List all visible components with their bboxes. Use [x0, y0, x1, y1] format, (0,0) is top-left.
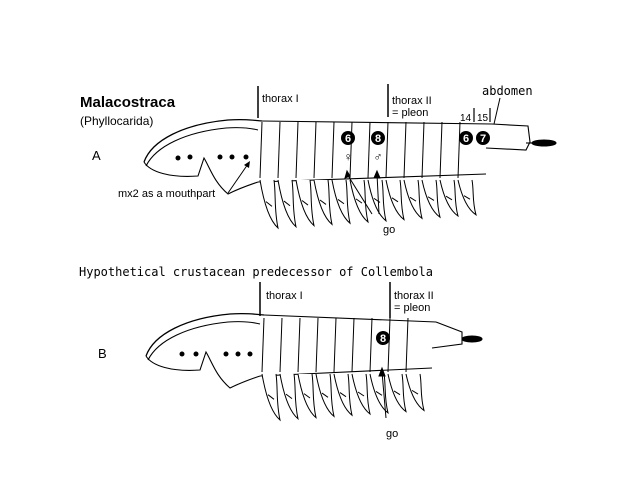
limb-joint — [409, 196, 417, 202]
segment-line — [387, 317, 391, 373]
segment-line — [277, 121, 281, 179]
limb-joint — [391, 197, 399, 203]
panel-a-badge-6-mid — [341, 131, 355, 145]
segment-line — [349, 121, 353, 179]
panel-b-thoracic-limbs — [261, 373, 425, 422]
panel-b-segment-lines — [261, 317, 409, 373]
limb-joint — [357, 391, 365, 397]
limb-joint — [267, 394, 275, 400]
panel-a-thorax1-label: thorax I — [262, 93, 299, 105]
limb-joint — [463, 195, 471, 200]
panel-a-title: Malacostraca — [80, 94, 176, 111]
panel-a-segment-lines — [259, 121, 461, 179]
panel-a-abdomen-pointer — [493, 97, 501, 125]
limb-joint — [285, 393, 293, 400]
panel-a-badge-6-mid-text: 6 — [345, 133, 351, 145]
panel-a-seg14-label: 14 — [460, 113, 472, 124]
panel-a-badge-7-end — [476, 131, 490, 145]
panel-a-badge-6-end — [459, 131, 473, 145]
limb-joint — [355, 198, 363, 204]
segment-line — [421, 121, 425, 179]
segment-line — [259, 121, 263, 179]
mx2-pointer — [227, 163, 249, 194]
limb-joint — [303, 393, 311, 399]
segment-line — [297, 317, 301, 373]
male-symbol: ♂ — [374, 150, 383, 164]
limb-joint — [337, 199, 345, 205]
panel-b-letter: B — [98, 346, 107, 361]
limb-joint — [265, 201, 273, 207]
segment-line — [439, 121, 443, 179]
segment-line — [457, 121, 461, 179]
segment-line — [333, 317, 337, 373]
panel-a-abdomen-label: abdomen — [482, 84, 533, 98]
limb-joint — [427, 196, 435, 201]
limb-joint — [339, 392, 347, 398]
panel-a-seg15-label: 15 — [477, 113, 489, 124]
panel-a-go-arrows — [344, 169, 381, 215]
mx2-pointer-head — [244, 161, 250, 168]
panel-a-thorax2-label-line1: thorax II — [392, 95, 432, 107]
panel-b-thorax2-label-line2: = pleon — [394, 302, 430, 314]
panel-a-subtitle: (Phyllocarida) — [80, 114, 153, 128]
panel-b-body — [145, 312, 483, 389]
limb-joint — [283, 200, 291, 207]
panel-a-thorax2-label-line2: = pleon — [392, 107, 428, 119]
panel-a-thoracic-limbs — [259, 179, 477, 230]
panel-b-heading: Hypothetical crustacean predecessor of C… — [79, 265, 433, 279]
mx2-label: mx2 as a mouthpart — [118, 188, 215, 200]
limb-joint — [319, 199, 327, 205]
limb-joint — [321, 392, 329, 398]
female-symbol: ♀ — [344, 150, 353, 164]
segment-line — [351, 317, 355, 373]
limb-joint — [375, 391, 383, 396]
panel-a-badge-8-mid — [371, 131, 385, 145]
segment-line — [367, 121, 371, 179]
panel-b-thorax1-label: thorax I — [266, 290, 303, 302]
panel-a: Malacostraca (Phyllocarida) A — [80, 84, 557, 236]
panel-a-go-label: go — [383, 224, 395, 236]
panel-b-thorax2-label-line1: thorax II — [394, 290, 434, 302]
segment-line — [405, 317, 409, 373]
segment-line — [313, 121, 317, 179]
segment-line — [279, 317, 283, 373]
panel-b-go-label: go — [386, 428, 398, 440]
limb-joint — [393, 390, 401, 396]
panel-a-badge-8-mid-text: 8 — [375, 133, 381, 145]
segment-line — [261, 317, 265, 373]
panel-b-go-arrow — [378, 366, 387, 419]
segment-line — [295, 121, 299, 179]
segment-line — [403, 121, 407, 179]
limb-joint — [411, 389, 419, 395]
panel-b-segment-dots — [179, 351, 253, 357]
panel-a-badge-7-end-text: 7 — [480, 133, 486, 145]
segment-line — [369, 317, 373, 373]
limb-joint — [445, 195, 453, 201]
limb-joint — [301, 200, 309, 206]
panel-b-badge-8 — [376, 331, 390, 345]
segment-line — [385, 121, 389, 179]
panel-b: Hypothetical crustacean predecessor of C… — [79, 265, 483, 440]
segment-line — [331, 121, 335, 179]
panel-a-badge-6-end-text: 6 — [463, 133, 469, 145]
panel-a-segment-dots — [175, 154, 249, 161]
panel-a-letter: A — [92, 148, 101, 163]
limb-joint — [373, 197, 381, 203]
segment-line — [315, 317, 319, 373]
panel-b-badge-8-text: 8 — [380, 333, 386, 345]
